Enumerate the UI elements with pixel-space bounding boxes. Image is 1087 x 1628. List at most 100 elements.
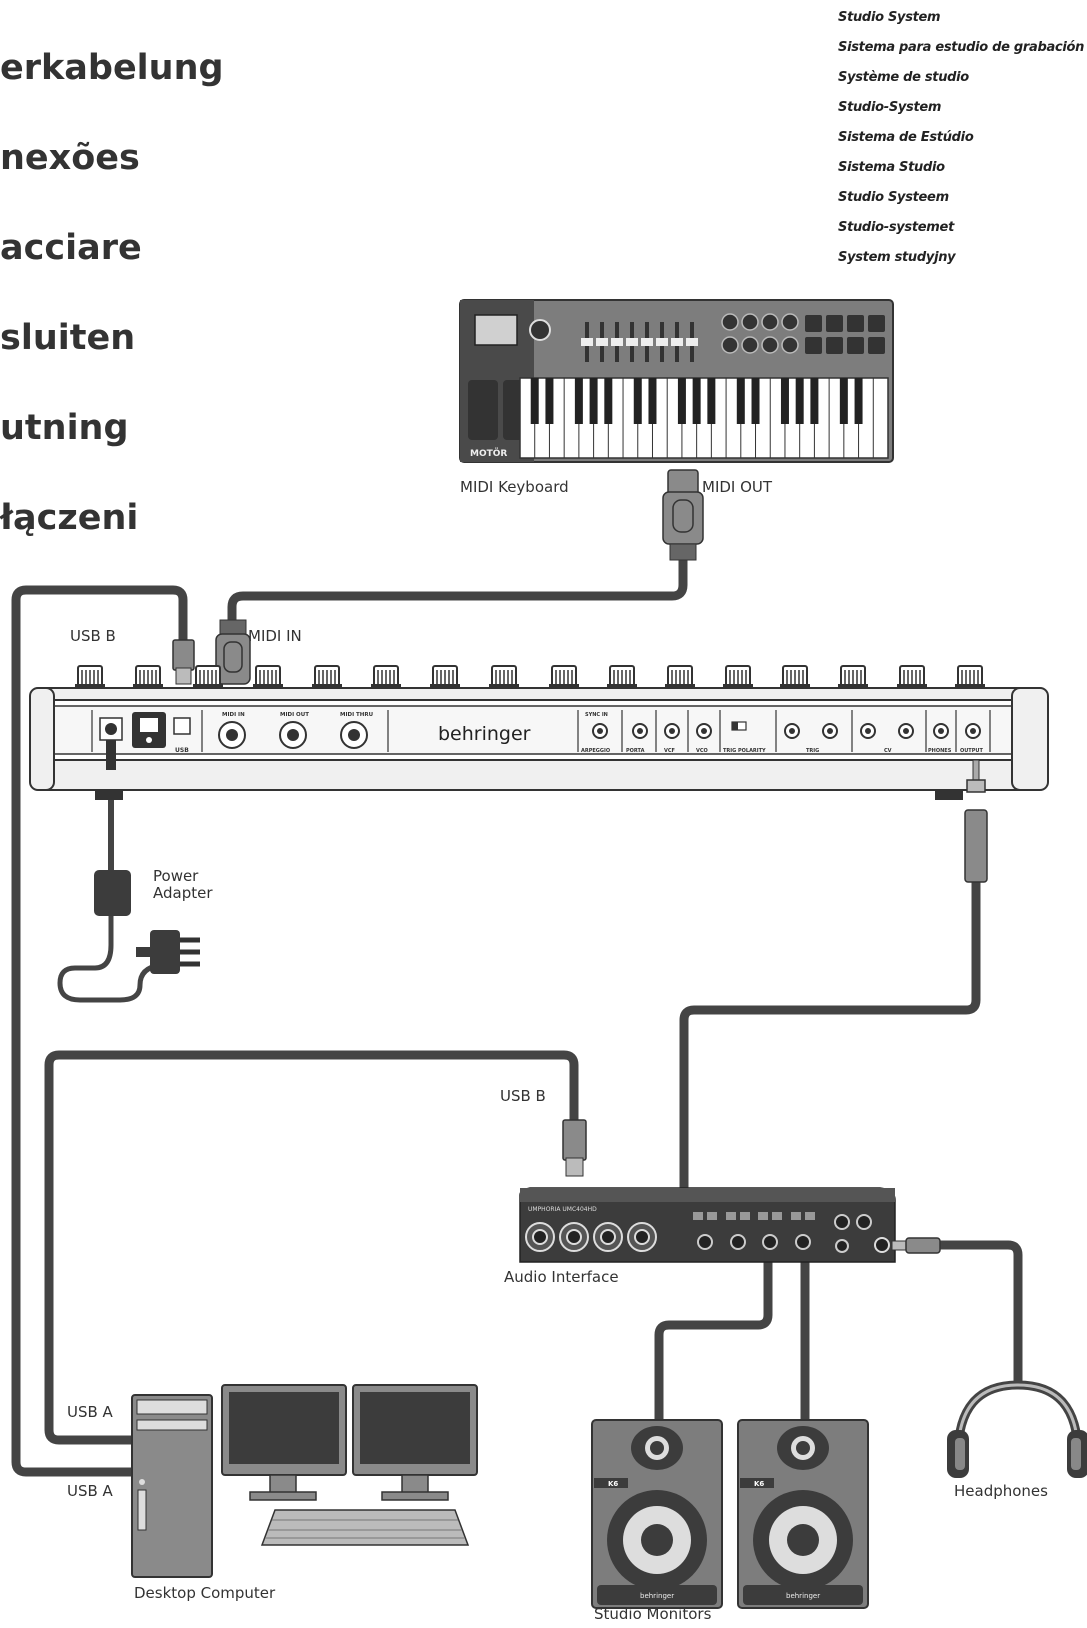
system-name-fr: Système de studio: [838, 70, 969, 85]
label-midi-keyboard: MIDI Keyboard: [460, 478, 569, 496]
synth-knob-icon: [253, 665, 283, 690]
panel-label-sync-in: SYNC IN: [585, 712, 608, 718]
monitor-badge-right: K6: [754, 1480, 764, 1488]
xlr-input-center: [532, 1229, 548, 1245]
interface-xlr-inputs: [525, 1222, 657, 1252]
interface-knob-icon: [762, 1234, 778, 1250]
heading-german: erkabelung: [0, 48, 224, 88]
black-key: [707, 378, 716, 424]
synth-knob-icon: [838, 665, 868, 690]
interface-button: [772, 1212, 782, 1220]
power-jack: [105, 723, 117, 735]
jack-socket-center: [789, 728, 795, 734]
audio-cable-output: [679, 880, 981, 1190]
black-key: [810, 378, 819, 424]
output-jack-plug: [964, 759, 988, 883]
panel-label-porta: PORTA: [626, 748, 645, 754]
interface-button: [726, 1212, 736, 1220]
label-headphones: Headphones: [954, 1482, 1048, 1500]
synth-knob-icon: [665, 665, 695, 690]
interface-knob-icon: [697, 1234, 713, 1250]
keyboard-brand: MOTÖR: [470, 448, 507, 459]
interface-button: [805, 1212, 815, 1220]
heading-italian: acciare: [0, 228, 142, 268]
label-usb-a-1: USB A: [67, 1403, 113, 1421]
interface-knob-icon: [856, 1214, 872, 1230]
studio-monitor-left: K6 behringer: [591, 1419, 723, 1609]
monitor-brand-left: behringer: [640, 1592, 674, 1600]
black-key: [751, 378, 760, 424]
panel-label-vcf: VCF: [664, 748, 675, 754]
xlr-input-center: [600, 1229, 616, 1245]
black-key: [530, 378, 539, 424]
synth-knob-icon: [955, 665, 985, 690]
synth-knob-icon: [430, 665, 460, 690]
desktop-computer: [131, 1384, 478, 1578]
label-usb-b-synth: USB B: [70, 627, 116, 645]
interface-knob-icon: [730, 1234, 746, 1250]
label-desktop-computer: Desktop Computer: [134, 1584, 276, 1602]
heading-portuguese: nexões: [0, 138, 140, 178]
interface-button: [707, 1212, 717, 1220]
black-key: [633, 378, 642, 424]
keyboard-pads: [805, 315, 885, 354]
heading-dutch: sluiten: [0, 318, 136, 358]
panel-label-midi-out: MIDI OUT: [280, 712, 309, 718]
jack-socket-center: [637, 728, 643, 734]
system-name-pt: Sistema de Estúdio: [838, 130, 974, 145]
interface-button: [693, 1212, 703, 1220]
black-key: [574, 378, 583, 424]
label-studio-monitors: Studio Monitors: [594, 1605, 712, 1623]
xlr-input-center: [566, 1229, 582, 1245]
monitor-brand-right: behringer: [786, 1592, 820, 1600]
pitch-wheel: [468, 380, 498, 440]
label-midi-in: MIDI IN: [248, 627, 302, 645]
heading-swedish: utning: [0, 408, 129, 448]
headphones-jack-plug: [891, 1237, 941, 1254]
synth-knob-icon: [723, 665, 753, 690]
black-key: [839, 378, 848, 424]
system-name-se: Studio-systemet: [838, 220, 954, 235]
synth-knob-icon: [549, 665, 579, 690]
interface-knobs: [693, 1212, 872, 1253]
interface-name: UMPHORIA UMC404HD: [528, 1206, 597, 1213]
audio-cable-headphones: [915, 1240, 1023, 1385]
headphones-icon: [947, 1380, 1087, 1478]
keyboard-encoder: [529, 319, 551, 341]
label-usb-a-2: USB A: [67, 1482, 113, 1500]
jack-socket-center: [938, 728, 944, 734]
black-key: [545, 378, 554, 424]
synth-brand: behringer: [438, 723, 531, 745]
synth-knob-icon: [193, 665, 223, 690]
jack-socket-center: [903, 728, 909, 734]
jack-socket-center: [669, 728, 675, 734]
midi-out-plug: [662, 469, 704, 561]
keyboard-display: [474, 314, 518, 346]
interface-knob-icon: [835, 1239, 849, 1253]
panel-label-trig-polarity: TRIG POLARITY: [723, 748, 766, 754]
black-key: [677, 378, 686, 424]
keyboard-faders: [581, 322, 698, 362]
black-key: [780, 378, 789, 424]
synth-knob-icon: [75, 665, 105, 690]
black-key: [736, 378, 745, 424]
usb-b-plug-synth: [172, 639, 195, 685]
synth-jacks: [592, 723, 981, 739]
jack-socket-center: [865, 728, 871, 734]
interface-knob-icon: [834, 1214, 850, 1230]
system-name-es: Sistema para estudio de grabación: [838, 40, 1085, 55]
black-key: [854, 378, 863, 424]
synth-rear-panel: USB MIDI IN MIDI OUT MIDI THRU behringer: [29, 665, 1049, 800]
audio-interface: UMPHORIA UMC404HD: [519, 1187, 896, 1263]
heading-polish: łączeni: [0, 498, 139, 538]
jack-socket-center: [970, 728, 976, 734]
studio-monitor-right: K6 behringer: [737, 1419, 869, 1609]
black-key: [589, 378, 598, 424]
midi-keyboard: MOTÖR: [459, 299, 894, 463]
system-name-pl: System studyjny: [838, 250, 956, 265]
power-adapter: [94, 870, 200, 974]
system-name-de: Studio-System: [838, 100, 942, 115]
black-key: [692, 378, 701, 424]
